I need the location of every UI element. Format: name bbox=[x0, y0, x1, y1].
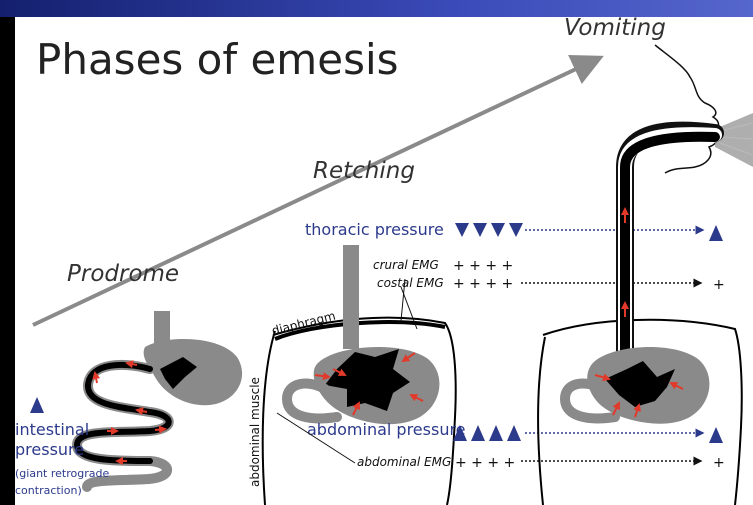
costal-emg-label: costal EMG bbox=[377, 276, 444, 290]
face-profile bbox=[655, 45, 719, 173]
phase-label-retching: Retching bbox=[313, 158, 415, 184]
vomit-abdominal-up-icon bbox=[709, 427, 723, 443]
costal-emg-plus: + + + + bbox=[453, 276, 513, 292]
thoracic-pressure-label: thoracic pressure bbox=[305, 220, 444, 239]
giant-contraction-label-2: contraction) bbox=[15, 484, 82, 497]
abdominal-muscle-label: abdominal muscle bbox=[248, 377, 262, 487]
intestinal-pressure-label-2: pressure bbox=[15, 440, 84, 459]
vomiting-illustration bbox=[538, 45, 753, 505]
vomit-abdominal-emg-plus: + bbox=[713, 455, 725, 471]
abdominal-emg-plus: + + + + bbox=[455, 455, 515, 471]
intestinal-pressure-label-1: intestinal bbox=[15, 420, 89, 439]
phase-label-prodrome: Prodrome bbox=[67, 261, 179, 287]
crural-emg-label: crural EMG bbox=[373, 258, 439, 272]
phase-label-vomiting: Vomiting bbox=[564, 17, 666, 41]
prodrome-illustration bbox=[77, 311, 242, 487]
crural-emg-plus: + + + + bbox=[453, 258, 513, 274]
vomit-thoracic-up-icon bbox=[709, 225, 723, 241]
thoracic-pressure-down-icons bbox=[455, 223, 523, 237]
page-title: Phases of emesis bbox=[36, 35, 399, 84]
slide-header-bar bbox=[0, 0, 753, 17]
abdominal-emg-label: abdominal EMG bbox=[357, 455, 451, 469]
vomit-spray bbox=[715, 113, 753, 167]
emesis-diagram: Phases of emesis Prodrome Retching Vomit… bbox=[15, 17, 753, 505]
intestinal-pressure-up-icon bbox=[30, 397, 44, 413]
diagram-panel: Phases of emesis Prodrome Retching Vomit… bbox=[15, 17, 753, 505]
diaphragm-label: diaphragm bbox=[270, 309, 337, 338]
abdominal-pressure-label: abdominal pressure bbox=[307, 420, 466, 439]
vomit-costal-plus: + bbox=[713, 277, 725, 293]
giant-contraction-label-1: (giant retrograde bbox=[15, 467, 109, 480]
